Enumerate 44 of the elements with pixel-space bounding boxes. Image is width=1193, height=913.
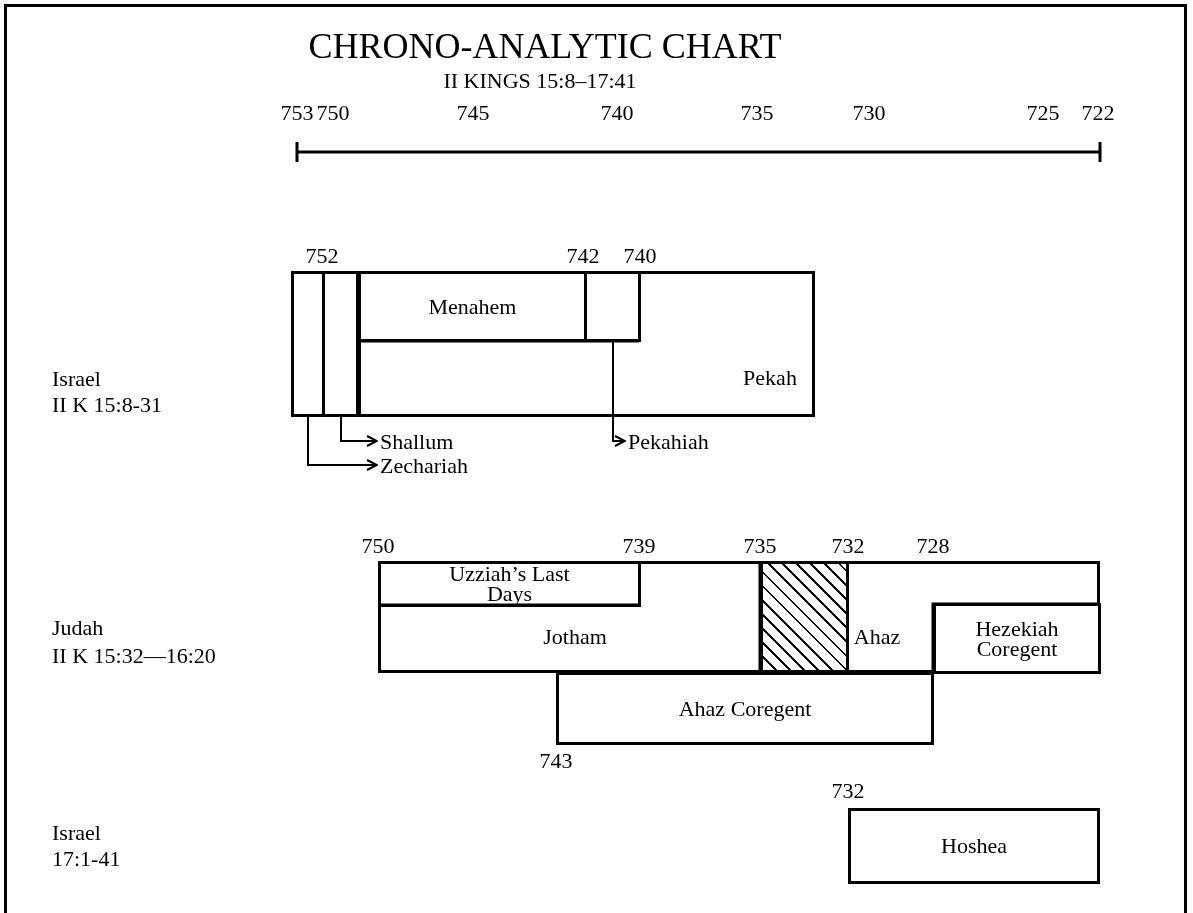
year-label: 753 [280,100,314,126]
chart-subtitle: II KINGS 15:8–17:41 [443,68,637,94]
year-label: 740 [623,243,657,269]
reign-box: Uzziah’s Last Days Jotham [378,561,760,673]
year-label: 740 [600,100,634,126]
ruler-name: Zechariah [380,453,468,479]
row-label: Judah [52,615,104,641]
year-label: 752 [305,243,339,269]
year-label: 739 [622,533,656,559]
arrow [612,341,626,447]
ruler-name: Pekahiah [628,429,709,455]
row-label: II K 15:8-31 [52,392,162,418]
reign-box: Menahem Pekah [358,271,815,417]
year-label: 743 [539,748,573,774]
year-label: 750 [316,100,350,126]
year-label: 735 [743,533,777,559]
row-label: Israel [52,366,101,392]
ruler-name: Shallum [380,429,454,455]
arrow [307,416,378,471]
reign-strip [322,271,359,417]
year-label: 745 [456,100,490,126]
reign-box: Ahaz Hezekiah Coregent [848,561,1100,673]
reign-box: Hezekiah Coregent [933,603,1101,674]
hatched-box [760,561,849,673]
year-label: 735 [740,100,774,126]
chart-title: CHRONO-ANALYTIC CHART [307,25,783,67]
year-label: 750 [361,533,395,559]
row-label: 17:1-41 [52,846,121,872]
year-label: 742 [566,243,600,269]
year-label: 730 [852,100,886,126]
year-label: 732 [831,533,865,559]
year-label: 728 [916,533,950,559]
row-label: II K 15:32—16:20 [52,643,216,669]
reign-box: Menahem [358,271,587,342]
year-label: 722 [1081,100,1115,126]
reign-strip [291,271,325,417]
row-label: Israel [52,820,101,846]
reign-box: Ahaz Coregent [556,672,934,745]
year-label: 732 [831,778,865,804]
reign-strip [584,271,641,342]
reign-box: Uzziah’s Last Days [378,561,641,607]
arrow [340,416,378,447]
year-label: 725 [1026,100,1060,126]
reign-box: Hoshea [848,808,1100,884]
